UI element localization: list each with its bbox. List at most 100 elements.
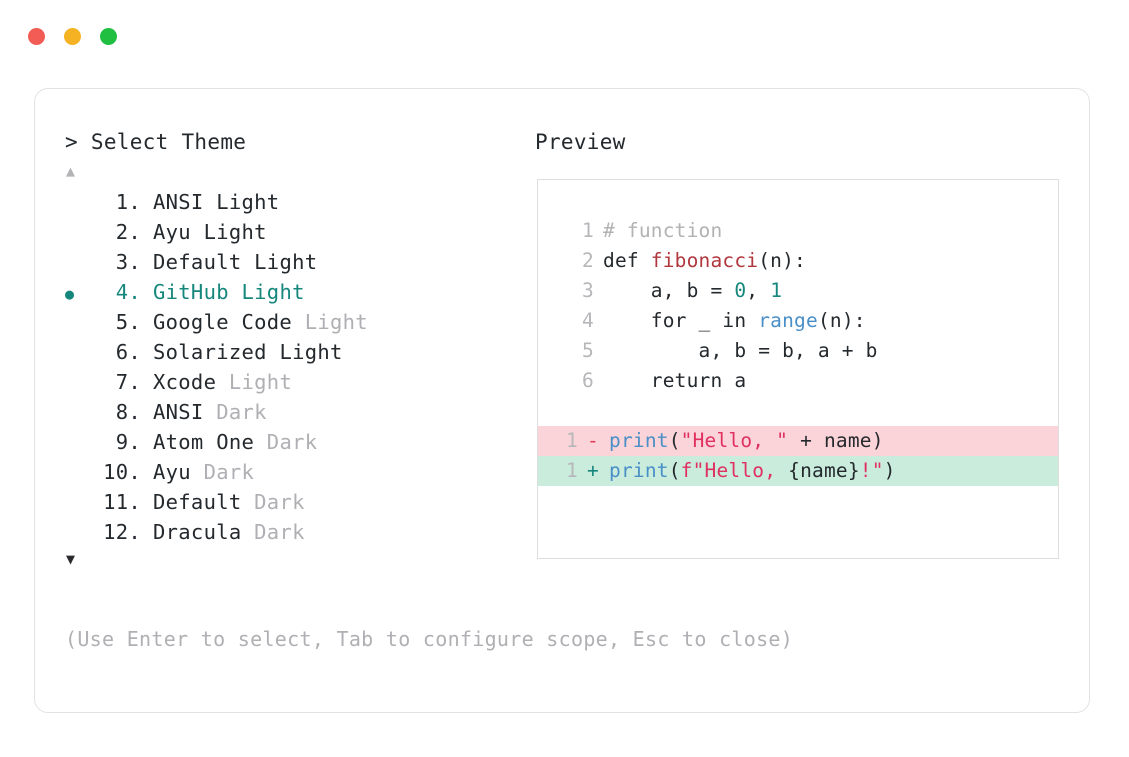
- keyboard-hint: (Use Enter to select, Tab to configure s…: [65, 627, 794, 651]
- diff-line-content: print("Hello, " + name): [609, 426, 884, 456]
- theme-item-index: 7.: [115, 370, 141, 394]
- line-number: 1: [582, 219, 594, 242]
- theme-list-item[interactable]: 12. Dracula Dark: [65, 517, 535, 547]
- theme-item-name: Google Code: [153, 310, 293, 334]
- page-title: > Select Theme: [65, 130, 247, 154]
- theme-item-name: ANSI: [153, 400, 204, 424]
- theme-list-item[interactable]: 6. Solarized Light: [65, 337, 535, 367]
- code-token: (: [668, 429, 681, 452]
- space: [204, 397, 217, 427]
- theme-item-index: 5.: [115, 310, 141, 334]
- space: [216, 367, 229, 397]
- theme-item-index: 6.: [115, 340, 141, 364]
- line-number: 5: [582, 339, 594, 362]
- theme-list-item[interactable]: 8.ANSI Dark: [65, 397, 535, 427]
- code-line: 3 a, b = 0, 1: [554, 276, 1058, 306]
- code-token: range: [758, 309, 818, 332]
- preview-panel: 1 # function 2 def fibonacci(n):3 a, b = 0,…: [537, 179, 1059, 559]
- theme-item-variant: Dark: [203, 460, 255, 484]
- theme-list-item[interactable]: 1.ANSI Light: [65, 187, 535, 217]
- minimize-window-button[interactable]: [64, 28, 81, 45]
- theme-list-item[interactable]: 7. Xcode Light: [65, 367, 535, 397]
- theme-item-name: Solarized: [153, 340, 267, 364]
- line-number: 2: [582, 249, 594, 272]
- code-token: a, b = b, a + b: [603, 339, 878, 362]
- theme-item-name: Dracula: [153, 520, 242, 544]
- code-token: print: [609, 459, 669, 482]
- code-token: for _ in: [603, 309, 759, 332]
- theme-item-index: 10.: [103, 460, 141, 484]
- code-token: 0: [734, 279, 747, 302]
- line-number: 1: [566, 459, 578, 482]
- theme-item-index: 11.: [103, 490, 141, 514]
- code-spacer: [538, 396, 1058, 426]
- code-token: print: [609, 429, 669, 452]
- code-token: (n):: [758, 249, 806, 272]
- code-token: 1: [770, 279, 783, 302]
- code-token: ): [883, 459, 896, 482]
- diff-added-line: 1 + print(f"Hello, {name}!"): [538, 456, 1058, 486]
- line-number: 4: [582, 309, 594, 332]
- code-token: (: [668, 459, 681, 482]
- theme-list-item[interactable]: 5.Google Code Light: [65, 307, 535, 337]
- code-token: return a: [603, 369, 747, 392]
- code-line: 1 # function: [554, 216, 1058, 246]
- code-token: # function: [603, 219, 723, 242]
- code-token: f"Hello,: [680, 459, 789, 482]
- line-number: 3: [582, 279, 594, 302]
- space: [191, 457, 204, 487]
- space: [242, 487, 255, 517]
- maximize-window-button[interactable]: [100, 28, 117, 45]
- code-token: "Hello, ": [680, 429, 789, 452]
- space: [267, 337, 280, 367]
- scroll-down-icon[interactable]: ▼: [66, 550, 76, 568]
- selected-bullet-icon: [65, 279, 95, 309]
- theme-list-item[interactable]: 2.Ayu Light: [65, 217, 535, 247]
- theme-item-variant: Light: [216, 190, 280, 214]
- scroll-up-icon[interactable]: ▲: [66, 162, 76, 180]
- theme-item-variant: Light: [228, 370, 293, 394]
- theme-item-name: Ayu: [153, 460, 191, 484]
- code-token: {name}: [788, 459, 860, 482]
- theme-item-name: GitHub: [153, 280, 229, 304]
- theme-item-variant: Dark: [254, 490, 305, 514]
- code-line: 5 a, b = b, a + b: [554, 336, 1058, 366]
- diff-minus-sign: -: [587, 429, 599, 452]
- space: [242, 517, 255, 547]
- theme-item-index: 12.: [103, 520, 141, 544]
- theme-item-name: Xcode: [153, 370, 217, 394]
- theme-item-index: 4.: [115, 280, 141, 304]
- code-token: a, b =: [603, 279, 735, 302]
- code-token: def: [603, 249, 651, 272]
- theme-list-item[interactable]: 9. Atom One Dark: [65, 427, 535, 457]
- theme-list-item[interactable]: 11. Default Dark: [65, 487, 535, 517]
- code-line: 4 for _ in range(n):: [554, 306, 1058, 336]
- diff-plus-sign: +: [587, 459, 599, 482]
- theme-item-variant: Light: [203, 220, 267, 244]
- theme-list-item[interactable]: 3.Default Light: [65, 247, 535, 277]
- close-window-button[interactable]: [28, 28, 45, 45]
- theme-item-variant: Dark: [254, 520, 305, 544]
- line-number: 6: [582, 369, 594, 392]
- code-preview: 1 # function 2 def fibonacci(n):3 a, b = 0,…: [538, 216, 1058, 396]
- theme-list-item[interactable]: 10. Ayu Dark: [65, 457, 535, 487]
- window-traffic-lights: [28, 28, 117, 45]
- theme-item-index: 1.: [115, 190, 141, 214]
- theme-item-name: Atom One: [153, 430, 255, 454]
- space: [191, 217, 204, 247]
- diff-line-content: print(f"Hello, {name}!"): [609, 456, 896, 486]
- theme-item-name: Default: [153, 490, 242, 514]
- theme-item-variant: Dark: [216, 400, 267, 424]
- theme-item-variant: Light: [254, 250, 318, 274]
- code-line-content: def fibonacci(n):: [603, 246, 806, 276]
- theme-item-variant: Light: [279, 340, 343, 364]
- theme-item-variant: Dark: [266, 430, 318, 454]
- theme-item-index: 9.: [115, 430, 141, 454]
- theme-item-name: Default: [153, 250, 242, 274]
- space: [292, 307, 305, 337]
- theme-list-item[interactable]: 4.GitHub Light: [65, 277, 535, 307]
